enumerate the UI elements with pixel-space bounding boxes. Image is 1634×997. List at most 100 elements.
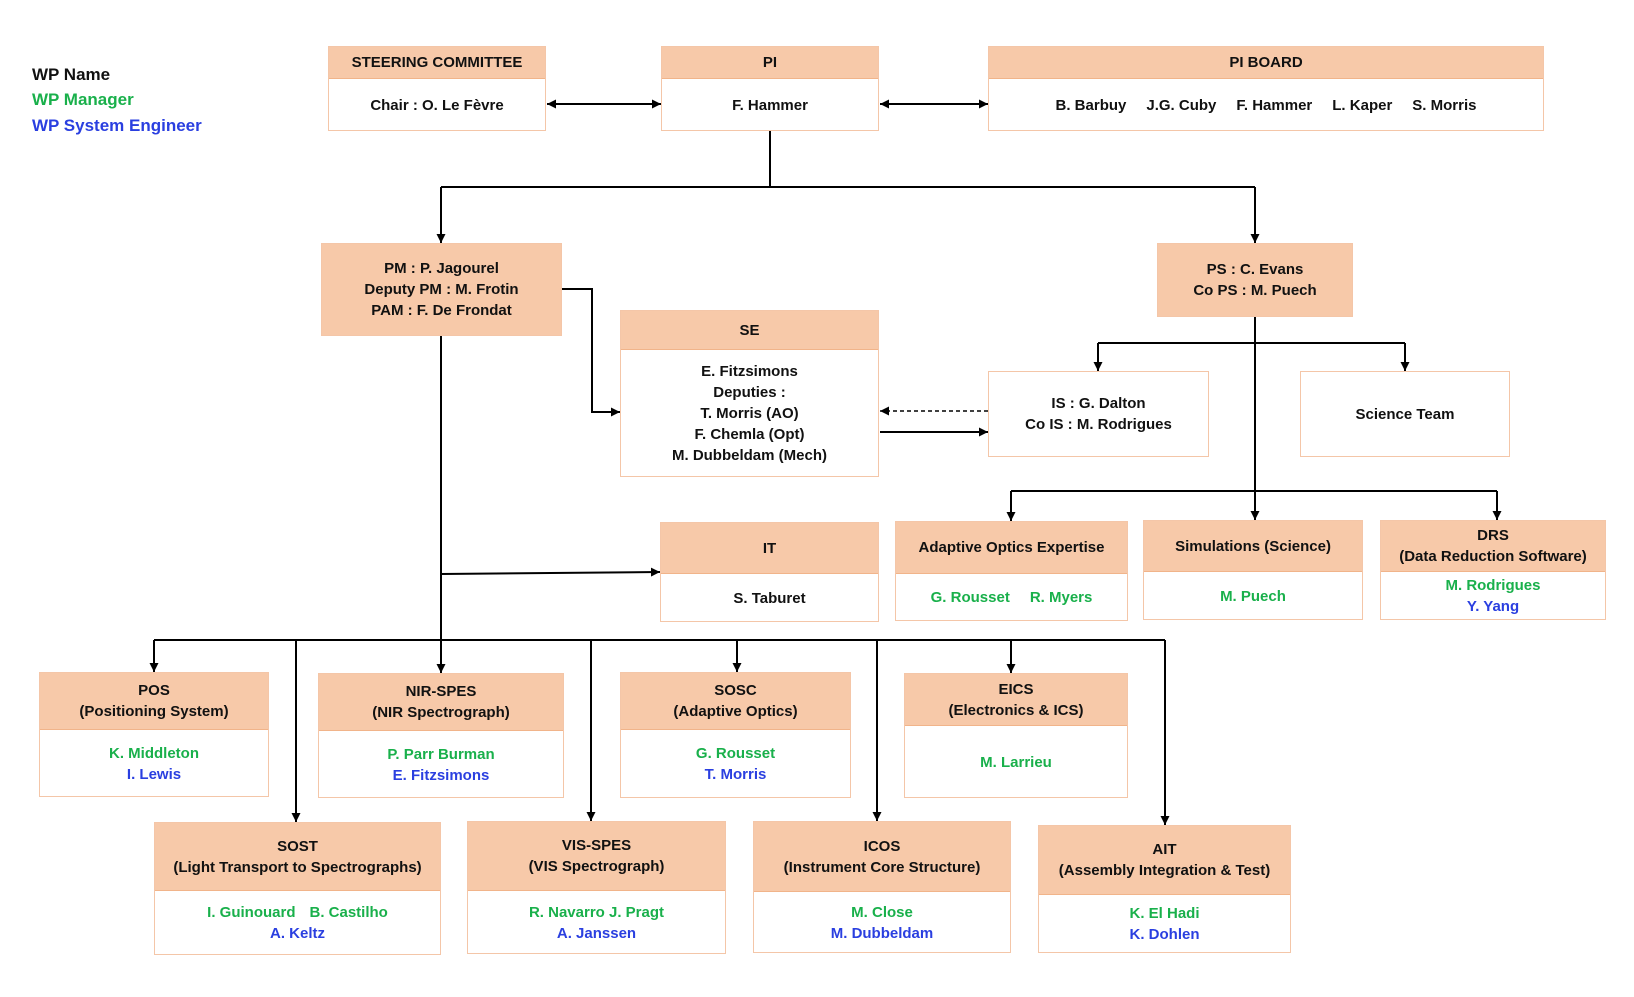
se-deputy: T. Morris (AO) xyxy=(700,405,799,422)
eics-title: EICS (Electronics & ICS) xyxy=(905,674,1127,726)
it-name: S. Taburet xyxy=(733,589,806,607)
wp-manager-name: B. Castilho xyxy=(309,904,388,921)
wp-manager-name: G. Rousset xyxy=(695,745,776,762)
is-line: IS : G. Dalton xyxy=(1051,395,1146,412)
ao-expertise-managers-row: G. Rousset R. Myers xyxy=(931,587,1093,608)
sost-name: SOST xyxy=(277,837,318,855)
vis-spes-people: R. Navarro J. Pragt A. Janssen xyxy=(468,891,725,954)
sost-managers-row: I. Guinouard B. Castilho xyxy=(207,902,388,923)
wp-manager-name: R. Navarro J. Pragt xyxy=(528,903,665,921)
sost-title: SOST (Light Transport to Spectrographs) xyxy=(155,823,440,891)
pam-line: PAM : F. De Frondat xyxy=(371,302,512,319)
vis-spes-description: (VIS Spectrograph) xyxy=(528,858,665,875)
wp-system-engineer-name: M. Dubbeldam xyxy=(830,924,934,942)
wp-manager-name: R. Myers xyxy=(1029,589,1093,606)
pos-title: POS (Positioning System) xyxy=(40,673,268,730)
drs-description: (Data Reduction Software) xyxy=(1399,548,1587,565)
steering-committee-chair: Chair : O. Le Fèvre xyxy=(370,96,504,114)
it-title: IT xyxy=(661,523,878,574)
wp-manager-name: M. Rodrigues xyxy=(1445,577,1541,594)
pi-board-title: PI BOARD xyxy=(989,47,1543,79)
icos-name: ICOS xyxy=(863,837,901,855)
pi-board-members-row: B. Barbuy J.G. Cuby F. Hammer L. Kaper S… xyxy=(1056,95,1477,116)
nir-spes-title: NIR-SPES (NIR Spectrograph) xyxy=(319,674,563,731)
pos-box: POS (Positioning System) K. Middleton I.… xyxy=(39,672,269,797)
nir-spes-people: P. Parr Burman E. Fitzsimons xyxy=(319,731,563,798)
steering-committee-title: STEERING COMMITTEE xyxy=(329,47,545,79)
wp-system-engineer-name: E. Fitzsimons xyxy=(392,766,490,784)
se-box: SE E. Fitzsimons Deputies : T. Morris (A… xyxy=(620,310,879,477)
eics-description: (Electronics & ICS) xyxy=(948,701,1084,719)
se-title: SE xyxy=(621,311,878,350)
vis-spes-box: VIS-SPES (VIS Spectrograph) R. Navarro J… xyxy=(467,821,726,954)
wp-manager-name: P. Parr Burman xyxy=(387,745,495,763)
nir-spes-name: NIR-SPES xyxy=(405,683,477,700)
pm-content: PM : P. Jagourel Deputy PM : M. Frotin P… xyxy=(322,244,561,335)
simulations-title: Simulations (Science) xyxy=(1144,521,1362,572)
drs-title: DRS (Data Reduction Software) xyxy=(1381,521,1605,572)
it-box: IT S. Taburet xyxy=(660,522,879,622)
pm-to-se-arrow xyxy=(562,288,620,417)
wp-system-engineer-name: I. Lewis xyxy=(126,765,182,783)
legend-wp-manager: WP Manager xyxy=(32,90,134,109)
co-is-line: Co IS : M. Rodrigues xyxy=(1025,416,1172,433)
is-box: IS : G. Dalton Co IS : M. Rodrigues xyxy=(988,371,1209,457)
deputy-pm-line: Deputy PM : M. Frotin xyxy=(364,281,519,298)
icos-title: ICOS (Instrument Core Structure) xyxy=(754,822,1010,892)
science-team-label: Science Team xyxy=(1355,405,1455,423)
pm-to-it-arrow xyxy=(440,567,661,577)
wp-system-engineer-name: K. Dohlen xyxy=(1129,926,1200,943)
wp-system-engineer-name: A. Janssen xyxy=(556,924,637,942)
pi-title: PI xyxy=(662,47,878,79)
is-content: IS : G. Dalton Co IS : M. Rodrigues xyxy=(989,372,1208,456)
steering-committee-box: STEERING COMMITTEE Chair : O. Le Fèvre xyxy=(328,46,546,131)
vis-spes-name: VIS-SPES xyxy=(561,837,632,854)
wp-manager-name: M. Larrieu xyxy=(980,753,1052,771)
vis-spes-title: VIS-SPES (VIS Spectrograph) xyxy=(468,822,725,891)
sosc-people: G. Rousset T. Morris xyxy=(621,730,850,798)
wp-system-engineer-name: Y. Yang xyxy=(1466,598,1520,615)
ao-expertise-managers: G. Rousset R. Myers xyxy=(896,574,1127,621)
drs-name: DRS xyxy=(1477,527,1509,544)
pos-description: (Positioning System) xyxy=(79,703,229,720)
ait-people: K. El Hadi K. Dohlen xyxy=(1039,895,1290,953)
se-deputy: M. Dubbeldam (Mech) xyxy=(671,447,827,464)
nir-spes-box: NIR-SPES (NIR Spectrograph) P. Parr Burm… xyxy=(318,673,564,798)
legend-wp-system-engineer: WP System Engineer xyxy=(32,116,202,135)
sosc-name: SOSC xyxy=(714,682,757,699)
ao-expertise-box: Adaptive Optics Expertise G. Rousset R. … xyxy=(895,521,1128,621)
icos-people: M. Close M. Dubbeldam xyxy=(754,892,1010,953)
pi-board-member: B. Barbuy xyxy=(1055,96,1127,114)
se-deputy: F. Chemla (Opt) xyxy=(694,426,805,443)
wp-system-engineer-name: A. Keltz xyxy=(269,925,325,942)
ait-description: (Assembly Integration & Test) xyxy=(1058,862,1271,879)
sosc-title: SOSC (Adaptive Optics) xyxy=(621,673,850,730)
wp-manager-name: I. Guinouard xyxy=(207,904,296,921)
sost-description: (Light Transport to Spectrographs) xyxy=(173,858,422,876)
wp-manager-name: K. El Hadi xyxy=(1129,905,1200,922)
eics-box: EICS (Electronics & ICS) M. Larrieu xyxy=(904,673,1128,798)
drs-box: DRS (Data Reduction Software) M. Rodrigu… xyxy=(1380,520,1606,620)
sosc-box: SOSC (Adaptive Optics) G. Rousset T. Mor… xyxy=(620,672,851,798)
ps-box: PS : C. Evans Co PS : M. Puech xyxy=(1157,243,1353,317)
legend-wp-name: WP Name xyxy=(32,65,111,84)
ait-box: AIT (Assembly Integration & Test) K. El … xyxy=(1038,825,1291,953)
pi-board-member: L. Kaper xyxy=(1332,96,1393,114)
simulations-box: Simulations (Science) M. Puech xyxy=(1143,520,1363,620)
pi-board-members: B. Barbuy J.G. Cuby F. Hammer L. Kaper S… xyxy=(989,79,1543,131)
ait-title: AIT (Assembly Integration & Test) xyxy=(1039,826,1290,895)
pm-line: PM : P. Jagourel xyxy=(384,260,499,277)
pi-box: PI F. Hammer xyxy=(661,46,879,131)
co-ps-line: Co PS : M. Puech xyxy=(1193,282,1317,299)
icos-description: (Instrument Core Structure) xyxy=(783,858,981,876)
se-body: E. Fitzsimons Deputies : T. Morris (AO) … xyxy=(621,350,878,477)
sost-people: I. Guinouard B. Castilho A. Keltz xyxy=(155,891,440,955)
ps-content: PS : C. Evans Co PS : M. Puech xyxy=(1158,244,1352,316)
sosc-description: (Adaptive Optics) xyxy=(673,703,798,720)
pi-board-box: PI BOARD B. Barbuy J.G. Cuby F. Hammer L… xyxy=(988,46,1544,131)
sost-box: SOST (Light Transport to Spectrographs) … xyxy=(154,822,441,955)
nir-spes-description: (NIR Spectrograph) xyxy=(372,704,510,721)
wp-manager-name: K. Middleton xyxy=(109,744,199,762)
